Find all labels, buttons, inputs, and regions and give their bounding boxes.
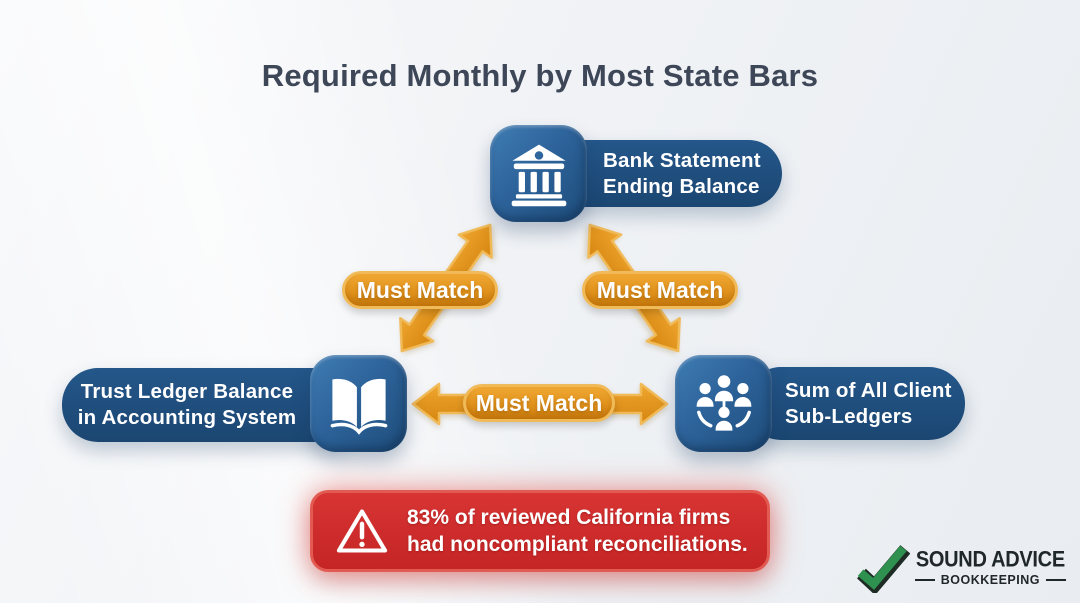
brand-sub-row: BOOKKEEPING — [914, 573, 1066, 587]
warning-triangle-icon — [336, 509, 388, 553]
clients-node-tile — [675, 355, 772, 452]
must-match-badge-bottom: Must Match — [463, 384, 615, 422]
logo-dash-left — [914, 578, 935, 582]
must-match-badge-right: Must Match — [582, 271, 738, 309]
warning-text: 83% of reviewed California firms had non… — [407, 504, 748, 559]
page-title: Required Monthly by Most State Bars — [261, 58, 819, 93]
checkmark-icon — [856, 545, 910, 593]
trust-ledger-lines: Trust Ledger Balance in Accounting Syste… — [62, 379, 312, 431]
bank-icon — [511, 144, 566, 206]
trust-ledger-line2: in Accounting System — [77, 406, 297, 429]
client-subledgers-label: Sum of All Client Sub-Ledgers — [745, 367, 965, 440]
trust-ledger-line1: Trust Ledger Balance — [80, 380, 294, 403]
brand-name: SOUND ADVICE — [915, 547, 1065, 573]
bank-statement-line2: Ending Balance — [603, 174, 760, 198]
logo-dash-right — [1046, 578, 1066, 582]
must-match-badge-left: Must Match — [342, 271, 498, 309]
people-group-icon — [696, 374, 751, 431]
bank-statement-line1: Bank Statement — [603, 148, 761, 172]
warning-line2: had noncompliant reconciliations. — [407, 533, 748, 556]
client-subledgers-line1: Sum of All Client — [785, 378, 952, 402]
ledger-node-tile — [310, 355, 407, 452]
brand-subtitle: BOOKKEEPING — [940, 573, 1040, 587]
open-book-icon — [330, 378, 387, 435]
brand-logo: SOUND ADVICE BOOKKEEPING — [854, 543, 1066, 593]
brand-logo-text: SOUND ADVICE BOOKKEEPING — [914, 547, 1066, 587]
warning-line1: 83% of reviewed California firms — [407, 505, 731, 529]
client-subledgers-line2: Sub-Ledgers — [785, 404, 913, 428]
bank-node-tile — [490, 125, 587, 222]
warning-banner: 83% of reviewed California firms had non… — [310, 490, 770, 572]
